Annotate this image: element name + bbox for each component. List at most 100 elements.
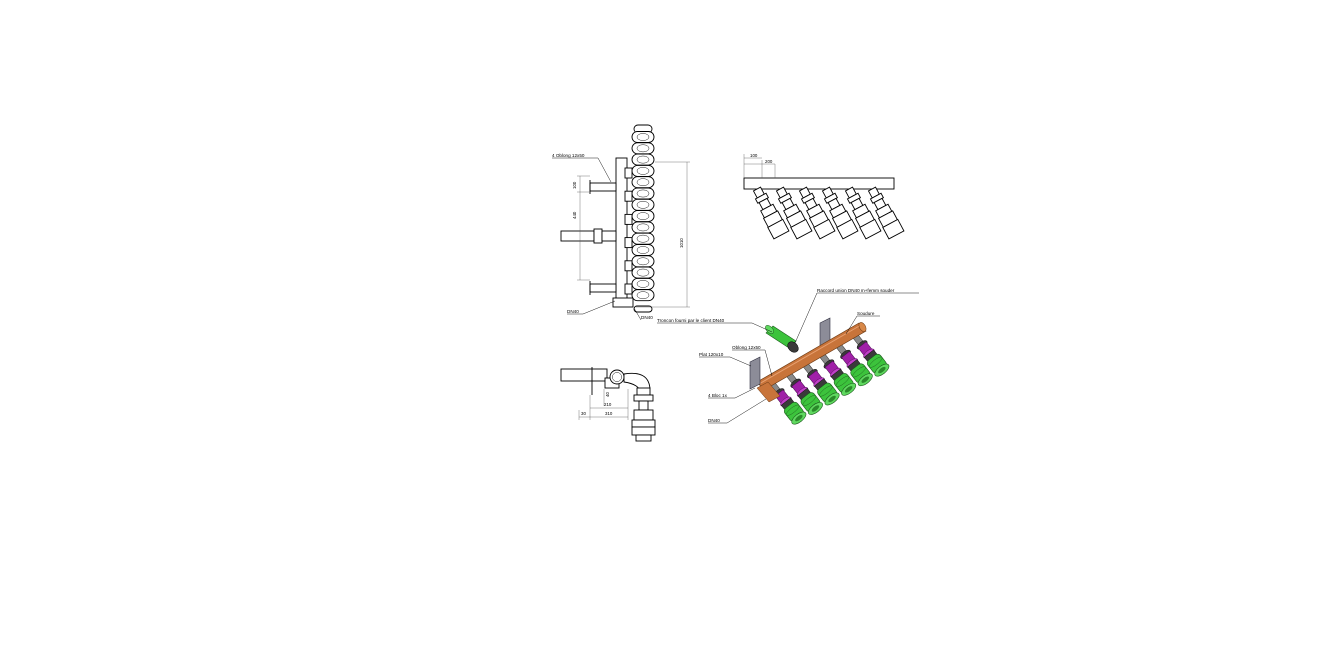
top-valve: [867, 186, 905, 240]
valve-ring: [631, 244, 655, 256]
union-fitting: [787, 341, 799, 353]
label-plat: Plat 120x10: [699, 352, 724, 357]
label-dn40-front-b: DN40: [641, 315, 653, 320]
top-valve: [752, 186, 790, 240]
side-valve-a: [636, 387, 651, 396]
valve-ring: [631, 266, 655, 279]
valve-end: [859, 218, 882, 240]
iso-valve: [818, 352, 857, 396]
valve-ring: [631, 289, 655, 302]
side-valve-d: [633, 409, 654, 421]
valve-ring: [631, 255, 655, 268]
bracket-top: [589, 182, 617, 192]
valve-ring-inner: [636, 223, 650, 232]
valve-ring-inner: [636, 178, 650, 187]
top-valve: [775, 186, 813, 240]
valve-ring-inner: [636, 246, 650, 254]
valve-ring: [631, 232, 655, 245]
iso-valve: [852, 333, 890, 377]
valve-ring-inner: [636, 268, 650, 277]
valve-ring-inner: [636, 155, 650, 164]
label-troncon: Troncon fourni par le client DN40: [657, 318, 725, 323]
label-oblong-front: 4 Oblong 12x50: [552, 153, 585, 158]
dim-side-d: 30: [581, 411, 586, 416]
side-manifold-section: [609, 369, 625, 385]
iso-valves: [769, 333, 890, 425]
front-view: 100 440 1010 4 Oblong 12x50 DN40 DN40: [552, 124, 690, 321]
valve-ring-inner: [636, 212, 650, 220]
inlet-pipe: [560, 230, 595, 242]
side-valve-f: [631, 426, 656, 436]
manifold-top-body: [743, 177, 895, 190]
valve-ring-inner: [636, 280, 650, 288]
label-raccord: Raccord union DN40 m+femm souder: [817, 288, 895, 293]
top-valves: [752, 186, 905, 240]
manifold-port: [624, 190, 633, 202]
label-oblong-iso: Oblong 12x50: [732, 345, 761, 350]
valve-ring-inner: [636, 133, 650, 141]
top-valve: [821, 186, 859, 240]
valve-ring: [631, 164, 655, 177]
side-inlet-pipe: [560, 368, 608, 382]
valve-ring-inner: [636, 167, 650, 175]
valve-ring: [631, 210, 655, 223]
dim-top-a: 100: [750, 153, 758, 158]
valve-end: [836, 218, 859, 240]
top-valve: [844, 186, 882, 240]
valve-ring-inner: [636, 189, 650, 198]
side-valve-g: [635, 434, 652, 442]
dim-side-a: 40: [605, 392, 610, 397]
label-soudure: Soudure: [857, 311, 875, 316]
valve-ring: [631, 153, 655, 166]
dim-front-height: 1010: [679, 238, 684, 248]
manifold-port: [624, 167, 633, 179]
dim-top-b: 200: [765, 159, 773, 164]
inlet-union: [593, 228, 603, 244]
manifold-port: [624, 283, 633, 295]
iso-valve: [835, 342, 873, 387]
valve-ring-inner: [636, 257, 650, 266]
manifold-port: [624, 213, 633, 225]
manifold-ports: [624, 167, 633, 295]
valve-ring: [631, 131, 655, 143]
label-dn40-iso: DN40: [708, 418, 720, 423]
label-bloc: 4 Bloc 1x: [708, 393, 728, 398]
valve-end: [882, 218, 905, 240]
valve-end: [813, 218, 836, 240]
valve-ring: [631, 277, 655, 290]
iso-valve: [785, 371, 823, 415]
valve-ring-inner: [636, 144, 650, 153]
bracket-bottom: [589, 283, 617, 293]
valve-stack: [631, 124, 655, 313]
valve-ring: [631, 187, 655, 200]
isometric-view: Raccord union DN40 m+femm souder Soudure…: [657, 288, 919, 425]
dim-side-b: 210: [604, 402, 612, 407]
manifold-bottom-cap: [612, 297, 634, 308]
manifold-port: [624, 260, 633, 272]
valve-ring: [631, 198, 655, 211]
valve-ring-inner: [636, 291, 650, 300]
plate-front: [749, 356, 761, 390]
valve-end: [790, 218, 813, 240]
side-valve-b: [633, 394, 654, 402]
dim-front-mid: 440: [572, 211, 577, 219]
dim-side-c: 310: [605, 411, 613, 416]
side-valve-c: [638, 400, 649, 411]
manifold-port: [624, 237, 633, 249]
valve-ring: [631, 176, 655, 189]
side-valve-e: [631, 419, 656, 428]
valve-ring: [631, 221, 655, 234]
inlet-stub: [601, 230, 617, 242]
top-view: 100 200: [743, 153, 905, 240]
valve-ring-inner: [636, 200, 650, 209]
valve-ring: [631, 142, 655, 155]
side-view: 40 210 310 30: [560, 367, 656, 442]
iso-valve: [802, 362, 840, 406]
top-valve: [798, 186, 836, 240]
stack-bottom-cap: [633, 305, 653, 313]
valve-ring-inner: [636, 234, 650, 243]
dim-front-top: 100: [572, 181, 577, 189]
valve-end: [767, 218, 790, 240]
bracket-iso: [756, 381, 781, 403]
